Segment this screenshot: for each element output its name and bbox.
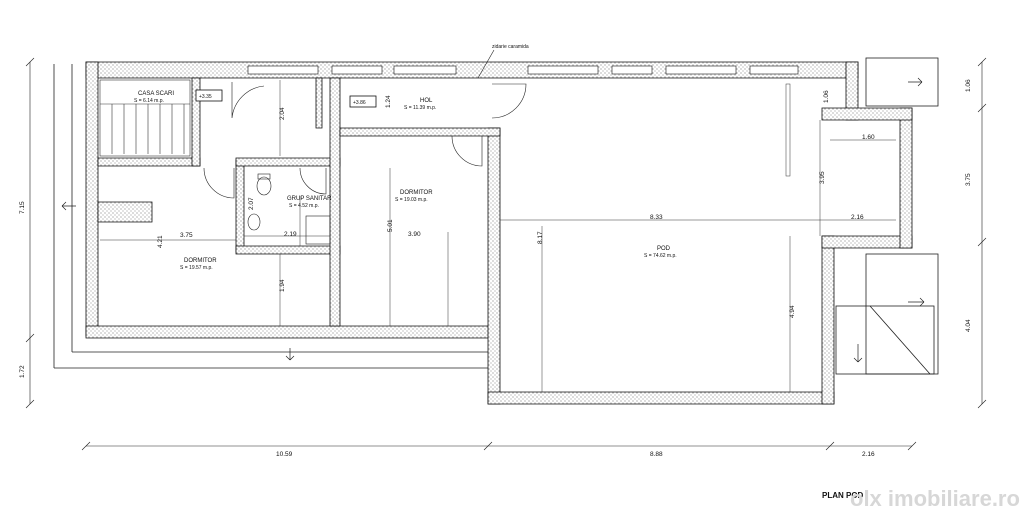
- wall-left: [85, 61, 99, 337]
- balcony-bottom-right: [835, 305, 935, 375]
- door-bath: [299, 167, 327, 195]
- wall-bottom-attic: [487, 391, 835, 405]
- wall-hall-left: [315, 77, 323, 129]
- room-bath-area: S = 4.52 m.p.: [289, 203, 319, 209]
- windows: [247, 65, 799, 75]
- wall-top: [85, 61, 859, 79]
- wall-bath-left: [235, 159, 245, 253]
- sink-icon: [247, 213, 261, 231]
- outer-dimensions: 7.15 1.72 1.06 3.75 4.04 10.59 8.88 2.16: [19, 79, 972, 458]
- bath-fixtures: [247, 173, 331, 245]
- inner-dimensions: 2.04 1.24 1.06 1.60 3.95 2.16 8.33 8.17 …: [157, 90, 875, 318]
- wall-bed-left-nook: [97, 201, 153, 223]
- balcony-diag: [869, 305, 931, 375]
- slope-arrows: [61, 77, 925, 363]
- wall-bath-right: [329, 77, 341, 327]
- wall-right-mid: [821, 235, 913, 249]
- balconies: [53, 57, 939, 375]
- dim-8-33: 8.33: [650, 214, 663, 221]
- shower: [305, 215, 331, 245]
- dim-right-3-75: 3.75: [965, 173, 972, 186]
- level-marks: +3.35 +3.86: [195, 89, 377, 108]
- room-stair-area: S = 6.14 m.p.: [134, 98, 164, 104]
- doors: [203, 82, 527, 199]
- level-box-hall: [349, 95, 377, 108]
- dim-5-01: 5.01: [387, 219, 394, 232]
- dim-1-24: 1.24: [385, 95, 392, 108]
- wall-stair-bottom: [97, 157, 201, 167]
- dim-right-1-06: 1.06: [965, 79, 972, 92]
- level-stair: +3.35: [199, 94, 212, 100]
- dim-3-95: 3.95: [819, 171, 826, 184]
- wall-bath-bottom: [235, 245, 341, 255]
- toilet-tank: [257, 173, 271, 180]
- dim-1-06: 1.06: [823, 90, 830, 103]
- room-hall-area: S = 11.39 m.p.: [404, 105, 436, 111]
- window: [611, 65, 653, 75]
- window: [527, 65, 599, 75]
- window: [749, 65, 799, 75]
- door-stair: [231, 82, 265, 119]
- watermark: olx imobiliare.ro: [850, 486, 1020, 511]
- room-hall-name: HOL: [420, 98, 433, 104]
- dim-1-94: 1.94: [279, 279, 286, 292]
- arrow-down-icon: [285, 348, 295, 361]
- room-bed-left-area: S = 19.57 m.p.: [180, 265, 213, 271]
- level-hall: +3.86: [353, 100, 366, 106]
- arrow-right-icon: [908, 297, 925, 307]
- room-bed-center-name: DORMITOR: [400, 190, 433, 196]
- dim-4-94: 4.94: [789, 305, 796, 318]
- dim-bottom-2-16: 2.16: [862, 451, 875, 458]
- level-box-stair: [195, 89, 223, 102]
- dim-3-90: 3.90: [408, 231, 421, 238]
- dim-4-21: 4.21: [157, 235, 164, 248]
- dim-3-75: 3.75: [180, 232, 193, 239]
- wall-right-terrace: [899, 107, 913, 249]
- stairs: [99, 79, 191, 157]
- window: [665, 65, 737, 75]
- wall-right-ledge: [821, 107, 913, 121]
- stair-area: [99, 79, 191, 157]
- outer-dimension-lines: [25, 57, 987, 451]
- wall-bath-top: [235, 157, 341, 167]
- room-attic-area: S = 74.62 m.p.: [644, 253, 677, 259]
- window: [393, 65, 457, 75]
- dim-right-4-04: 4.04: [965, 319, 972, 332]
- door-bed-center: [451, 135, 483, 167]
- dim-8-17: 8.17: [537, 231, 544, 244]
- room-attic-name: POD: [657, 246, 671, 252]
- room-bed-left-name: DORMITOR: [184, 258, 217, 264]
- window: [247, 65, 319, 75]
- dim-bottom-10-59: 10.59: [276, 451, 293, 458]
- wall-right-lower: [821, 235, 835, 405]
- dim-bottom-8-88: 8.88: [650, 451, 663, 458]
- dim-2-04: 2.04: [279, 107, 286, 120]
- wall-note-text: zidarie caramida: [492, 44, 529, 50]
- arrow-left-icon: [61, 201, 76, 211]
- door-bed-left: [203, 167, 235, 199]
- window: [331, 65, 383, 75]
- room-stair-name: CASA SCARI: [138, 91, 174, 97]
- dim-2-16-inner: 2.16: [851, 214, 864, 221]
- room-bath-name: GRUP SANITAR: [287, 196, 332, 202]
- room-bed-center-area: S = 19.03 m.p.: [395, 197, 428, 203]
- door-hall: [491, 83, 527, 119]
- wall-note: zidarie caramida: [477, 44, 529, 79]
- plan-title: PLAN POD: [822, 491, 864, 500]
- arrow-down-icon: [853, 344, 863, 363]
- dim-left-7-15: 7.15: [19, 201, 26, 214]
- toilet-icon: [256, 176, 272, 196]
- inner-lines: [100, 80, 896, 392]
- arrow-right-icon: [908, 77, 923, 87]
- room-labels: CASA SCARI S = 6.14 m.p. HOL S = 11.39 m…: [134, 91, 677, 271]
- dim-2-19: 2.19: [284, 231, 297, 238]
- dim-1-60: 1.60: [862, 134, 875, 141]
- wall-bottom-left: [85, 325, 499, 339]
- dim-2-07: 2.07: [248, 197, 255, 210]
- dim-left-1-72: 1.72: [19, 365, 26, 378]
- wall-hall-bottom: [339, 127, 501, 137]
- wall-step: [487, 127, 501, 405]
- balcony-top-right: [865, 57, 939, 107]
